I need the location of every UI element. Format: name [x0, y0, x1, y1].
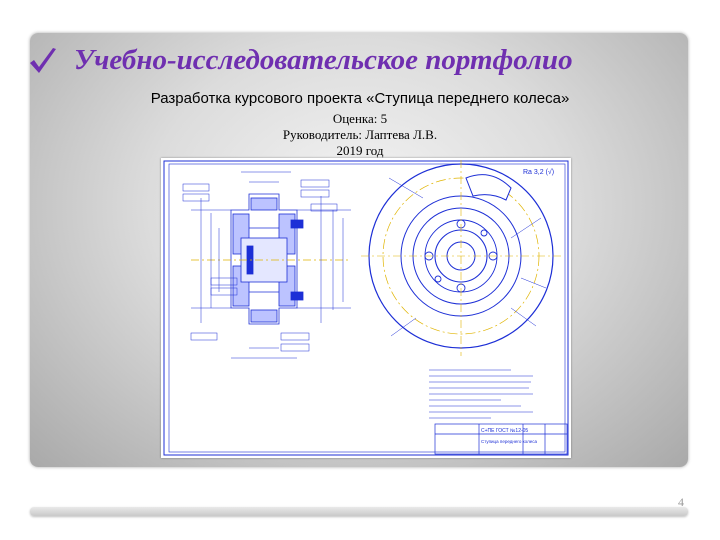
tolerance-frames [182, 179, 338, 352]
stamp-title: Ступица переднего колеса [481, 439, 537, 444]
grade-text: Оценка: 5 [332, 111, 388, 126]
drawing-frame [163, 160, 569, 456]
title-row: Учебно-исследовательское портфолио [28, 44, 573, 77]
tech-requirements [429, 369, 533, 419]
front-axes [361, 160, 561, 356]
section-view [230, 193, 304, 325]
checkmark-icon [30, 47, 56, 73]
project-title: Разработка курсового проекта «Ступица пе… [150, 90, 570, 107]
supervisor-text: Руководитель: Лаптева Л.В. [282, 127, 438, 142]
title-block [434, 423, 568, 455]
bottom-bar [30, 507, 688, 516]
drawing-svg: Ra 3,2 (√) С+ПЕ ГОСТ №12-05 Ступица пере… [163, 160, 569, 456]
dimension-lines [191, 171, 351, 359]
technical-drawing: Ra 3,2 (√) С+ПЕ ГОСТ №12-05 Ступица пере… [161, 158, 571, 458]
page-number: 4 [678, 495, 684, 509]
year-text: 2019 год [336, 143, 384, 158]
drawing-inner-frame [168, 163, 566, 453]
roughness-mark: Ra 3,2 (√) [523, 168, 554, 176]
leader-lines [388, 177, 547, 337]
stamp-designation: С+ПЕ ГОСТ №12-05 [481, 428, 528, 434]
slide-title: Учебно-исследовательское портфолио [74, 44, 573, 76]
